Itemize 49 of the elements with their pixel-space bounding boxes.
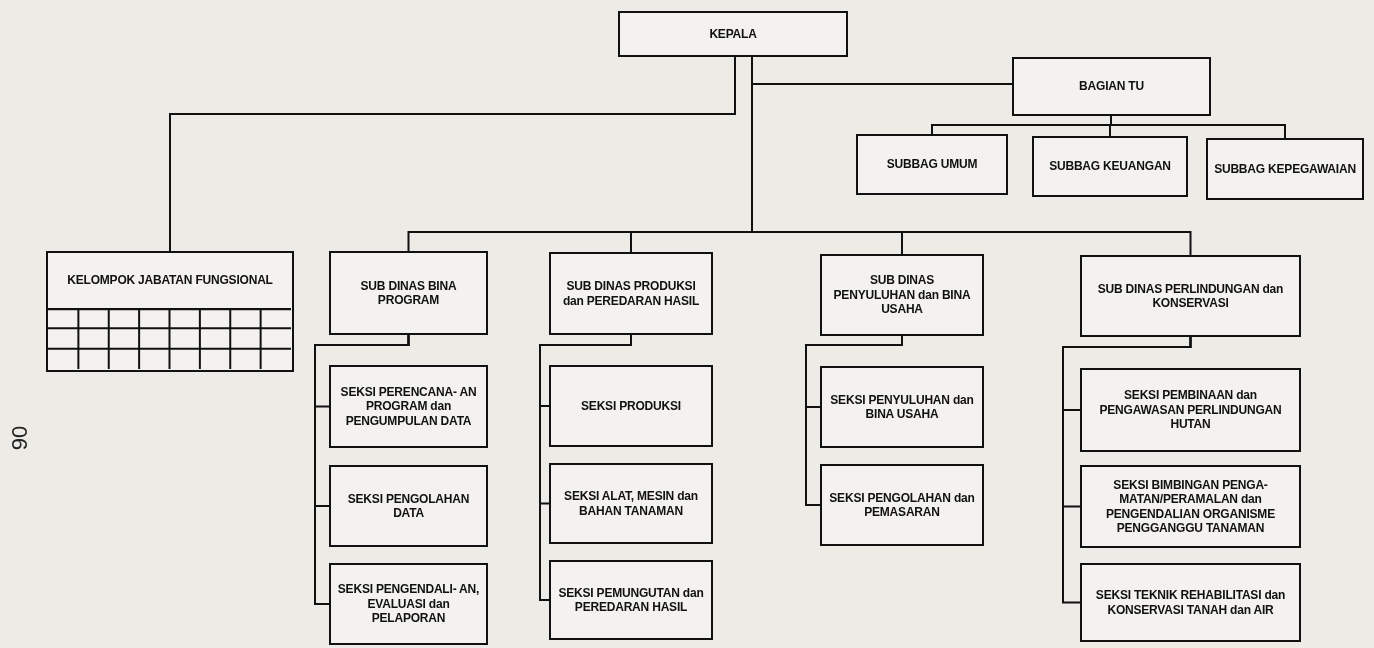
org-unit-box	[1206, 138, 1364, 200]
page-number: 90	[7, 425, 34, 451]
unit-name: SEKSI PEMBINAAN dan PENGAWASAN PERLINDUNGAN HUTAN	[1098, 387, 1283, 434]
connector-line	[1062, 336, 1192, 604]
connector-line	[314, 334, 410, 605]
connector-line	[805, 335, 903, 506]
connector-line	[539, 334, 632, 601]
unit-name: SUBBAG KEPEGAWAIAN	[1213, 160, 1357, 178]
unit-name: SEKSI PRODUKSI	[580, 397, 682, 415]
unit-name: SUBBAG KEUANGAN	[1048, 158, 1172, 176]
unit-name: SEKSI PENYULUHAN dan BINA USAHA	[829, 391, 975, 423]
org-unit-box	[856, 134, 1008, 195]
org-unit-box	[1080, 368, 1301, 452]
org-unit-box	[1080, 563, 1301, 642]
org-unit-box	[820, 254, 984, 336]
group-table-box	[46, 251, 294, 372]
unit-name: SEKSI PERENCANA- AN PROGRAM dan PENGUMPULAN DATA	[339, 383, 478, 430]
unit-name: SUB DINAS PENYULUHAN dan BINA USAHA	[832, 272, 972, 319]
unit-name: BAGIAN TU	[1078, 78, 1145, 96]
unit-name: SEKSI PEMUNGUTAN dan PEREDARAN HASIL	[557, 584, 705, 616]
org-unit-box	[329, 365, 488, 448]
unit-name: SEKSI ALAT, MESIN dan BAHAN TANAMAN	[563, 488, 699, 520]
org-unit-box	[820, 366, 984, 448]
org-unit-box	[549, 252, 713, 335]
org-unit-box	[329, 465, 488, 547]
unit-name: SUBBAG UMUM	[885, 156, 979, 174]
org-unit-box	[1012, 57, 1211, 116]
org-unit-box	[1080, 465, 1301, 548]
org-unit-box	[329, 563, 488, 645]
unit-name: KELOMPOK JABATAN FUNGSIONAL	[66, 272, 274, 290]
unit-name: KEPALA	[708, 25, 758, 43]
org-unit-box	[549, 463, 713, 544]
unit-name: SUB DINAS PRODUKSI dan PEREDARAN HASIL	[561, 278, 701, 310]
org-unit-box	[1032, 136, 1188, 197]
org-unit-box	[549, 365, 713, 447]
org-unit-box	[549, 560, 713, 640]
org-unit-box	[329, 251, 488, 335]
unit-name: SUB DINAS BINA PROGRAM	[359, 277, 458, 309]
org-unit-box	[1080, 255, 1301, 337]
unit-name: SEKSI BIMBINGAN PENGA- MATAN/PERAMALAN dan PENGENDALIAN ORGANISME PENGGANGGU TANAMAN	[1105, 476, 1276, 537]
unit-name: SEKSI PENGOLAHAN DATA	[346, 490, 471, 522]
org-unit-box	[820, 464, 984, 546]
org-unit-box	[618, 11, 848, 57]
connector-line	[169, 56, 736, 252]
unit-name: SEKSI PENGOLAHAN dan PEMASARAN	[828, 489, 976, 521]
unit-name: SEKSI TEKNIK REHABILITASI dan KONSERVASI TANAH dan AIR	[1094, 587, 1287, 619]
unit-name: SUB DINAS PERLINDUNGAN dan KONSERVASI	[1096, 280, 1285, 312]
unit-name: SEKSI PENGENDALI- AN, EVALUASI dan PELAPORAN	[336, 581, 481, 628]
connector-line	[1110, 115, 1286, 139]
